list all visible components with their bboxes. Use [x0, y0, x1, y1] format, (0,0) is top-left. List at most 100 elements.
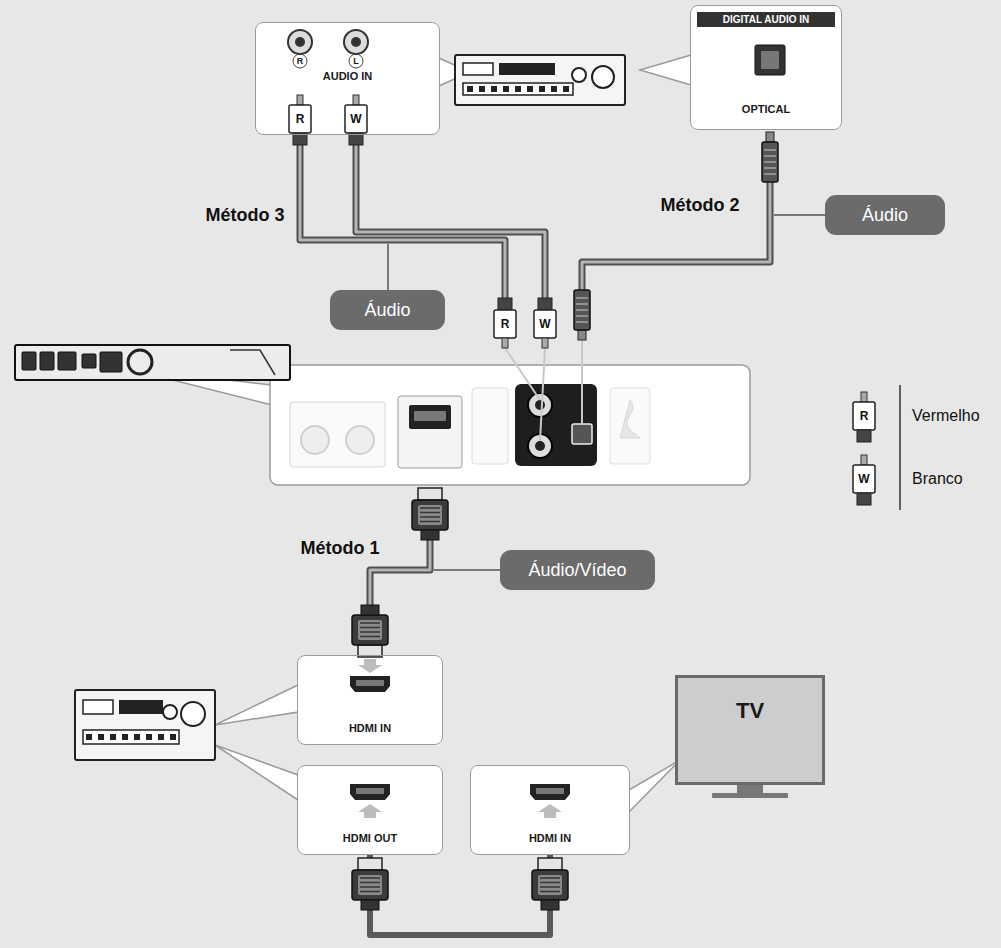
receiver-button [170, 734, 176, 740]
cable-core [582, 182, 770, 290]
hdmi-port [350, 784, 390, 800]
receiver-button [539, 86, 545, 92]
plug-body [289, 105, 311, 133]
plug-letter: W [539, 317, 550, 331]
hdmi-out-block [398, 396, 462, 468]
plug-tip [353, 95, 359, 105]
plug-ridge [764, 174, 776, 175]
player-edge [230, 350, 275, 375]
plug-ridge [764, 168, 776, 169]
plug-body [853, 402, 875, 430]
receiver-knob [163, 705, 177, 719]
jack-letter: L [353, 56, 359, 66]
plug-letter: W [858, 472, 869, 486]
audio-in-jack [344, 30, 368, 54]
plug-tip [861, 455, 867, 465]
audio-out-block [515, 384, 597, 466]
callout-pointer [215, 745, 298, 800]
plug-grip [538, 875, 562, 895]
plug-grip-line [360, 622, 380, 624]
callout-background [297, 655, 443, 745]
callout-pointer [629, 760, 680, 812]
tv-screen: TV [675, 675, 825, 785]
optical-plug [574, 290, 590, 340]
rca-plug [853, 455, 875, 505]
plug-letter: R [860, 409, 869, 423]
plug-body [532, 870, 568, 900]
receiver-display [83, 700, 113, 714]
leader-line [434, 569, 500, 571]
receiver-display [499, 63, 555, 75]
receiver-buttons [83, 730, 179, 744]
plug-tip [502, 338, 508, 348]
plug-tip [766, 132, 774, 142]
hdmi-port-inner [356, 680, 384, 686]
receiver-button [158, 734, 164, 740]
legend-text: Branco [912, 470, 963, 488]
hdmi-port-inner [414, 411, 446, 421]
receiver-display [463, 63, 493, 75]
plug-guide [581, 340, 583, 424]
player-port [82, 354, 96, 368]
plug-body [574, 290, 590, 330]
receiver-button [551, 86, 557, 92]
rca-plug [345, 95, 367, 145]
faded-jack [301, 426, 329, 454]
plug-boot [361, 605, 379, 615]
hdmi-plug [532, 858, 568, 910]
optical-in-port-inner [761, 51, 779, 69]
port-heading: DIGITAL AUDIO IN [697, 12, 835, 27]
label-pill: Áudio [330, 290, 445, 330]
receiver-button [503, 86, 509, 92]
plug-tip [297, 95, 303, 105]
callout-background [297, 765, 443, 855]
plug-boot [361, 900, 379, 910]
plug-ridge [764, 150, 776, 151]
audio-in-jack-center [295, 37, 305, 47]
plug-letter: R [501, 317, 510, 331]
plug-grip-line [420, 507, 440, 509]
audio-jack-center [535, 441, 545, 451]
plug-grip-line [360, 627, 380, 629]
plug-grip-line [540, 886, 560, 888]
hdmi-port-inner [356, 788, 384, 794]
rca-plug [494, 298, 516, 348]
insert-arrow [358, 804, 382, 818]
plug-tip [861, 392, 867, 402]
node-text: Áudio [862, 205, 908, 226]
hdmi-cable [370, 855, 550, 935]
audio-jack-center [535, 400, 545, 410]
plug-boot [498, 298, 512, 310]
node-text: HDMI IN [349, 722, 391, 734]
node-text: OPTICAL [742, 103, 790, 115]
plug-body [352, 870, 388, 900]
player-body [15, 345, 290, 380]
faded-jack [346, 426, 374, 454]
receiver-body [455, 55, 625, 105]
receiver-button [527, 86, 533, 92]
plug-ridge [576, 310, 588, 311]
av-receiver [75, 690, 215, 760]
plug-tip [542, 338, 548, 348]
faded-symbol [620, 400, 640, 438]
node-text: AUDIO IN [323, 70, 373, 82]
plug-body [494, 310, 516, 338]
blu-ray-player [15, 345, 290, 380]
plug-boot [857, 430, 871, 442]
rca-plug [534, 298, 556, 348]
faded-power [610, 388, 650, 464]
plug-grip-line [360, 891, 380, 893]
receiver-button [515, 86, 521, 92]
label-pill: Áudio [825, 195, 945, 235]
receiver-button [110, 734, 116, 740]
node-text: Áudio [364, 300, 410, 321]
leader-line [387, 244, 389, 290]
rca-plug [853, 392, 875, 442]
optical-in-port [755, 45, 785, 75]
plug-boot [421, 530, 439, 540]
receiver-buttons [463, 83, 573, 95]
